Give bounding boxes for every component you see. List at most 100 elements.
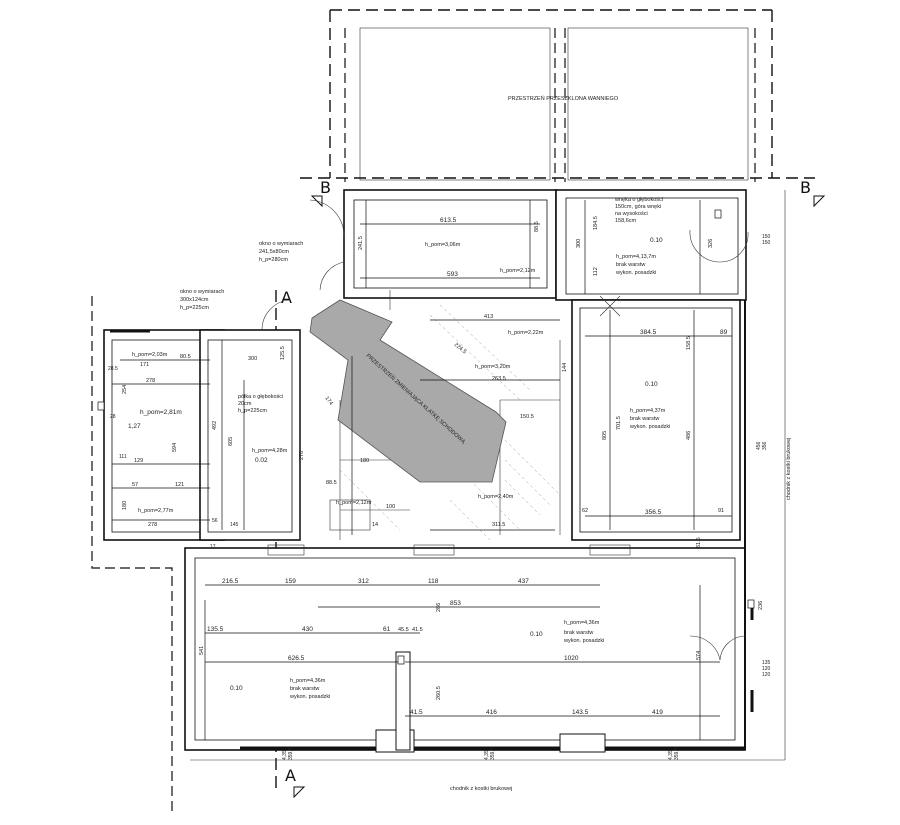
plan-label: 0.10 xyxy=(230,685,243,692)
plan-label: 236 xyxy=(758,601,764,610)
plan-label: h_pom=4,13,7m xyxy=(616,254,656,260)
section-line-b: B B xyxy=(300,177,826,208)
shelf-note: półka o głębokości 20cm h_p=225cm xyxy=(238,394,283,414)
plan-label: 45.5 xyxy=(398,627,409,633)
plan-label: 384.5 xyxy=(640,329,657,336)
plan-label: 216.5 xyxy=(222,578,239,585)
top-room-level: h_pom=3,06m xyxy=(425,242,461,248)
plan-label: 129 xyxy=(134,458,143,464)
plan-label: 541 xyxy=(199,646,205,655)
plan-label: 286 xyxy=(436,603,442,612)
plan-label: h_pom=4,28m xyxy=(252,448,288,454)
right-edge-marks: 150 150 135 120 120 456 356 xyxy=(756,234,771,678)
plan-label: 1,27 xyxy=(128,423,141,430)
plan-label: 605 xyxy=(228,437,234,446)
plan-label: wykon. posadzki xyxy=(563,638,604,644)
plan-label: 701.5 xyxy=(616,416,622,430)
plan-label: 492 xyxy=(212,421,218,430)
plan-label: 300 xyxy=(248,356,257,362)
plan-label: 41.5 xyxy=(410,709,423,716)
plan-label: h_pom=4,36m xyxy=(290,678,326,684)
annex-label: PRZESTRZEŃ PRZESZKLONA WANNIEGO xyxy=(508,95,619,102)
plan-label: 62 xyxy=(582,508,588,514)
plan-label: 180 xyxy=(122,501,128,510)
upper-right-room: 0.10 h_pom=4,13,7m brak warstw wykon. po… xyxy=(576,216,714,276)
plan-label: 57 xyxy=(132,482,138,488)
plan-label: 4,35 xyxy=(282,750,288,760)
plan-label: 419 xyxy=(652,709,663,716)
plan-label: 241,5x80cm xyxy=(259,249,289,255)
plan-label: 112 xyxy=(593,267,599,276)
wall-symbols xyxy=(97,209,755,665)
plan-label: 0.02 xyxy=(255,457,268,464)
plan-label: 430 xyxy=(302,626,313,633)
plan-label: 150 xyxy=(762,240,771,246)
bottom-edge-marks: 4,35 359,5 4,35 359,5 4,35 359,5 xyxy=(282,747,680,760)
plan-label: 17 xyxy=(210,544,216,550)
plan-label: 805 xyxy=(602,431,608,440)
plan-label: 135.5 xyxy=(207,626,224,633)
plan-label: 150 xyxy=(762,234,771,240)
plan-label: 28 xyxy=(110,414,116,420)
plan-label: 326 xyxy=(708,239,714,248)
bottom-hall: 0.10 h_pom=4,36m brak warstw wykon. posa… xyxy=(199,578,764,716)
plan-label: półka o głębokości xyxy=(238,394,283,400)
plan-label: brak warstw xyxy=(290,686,319,692)
plan-label: 260.5 xyxy=(436,686,442,700)
plan-label: 278 xyxy=(148,522,157,528)
right-room: 0.10 h_pom=4,37m brak warstw wykon. posa… xyxy=(582,329,728,548)
plan-label: h_pom=2,40m xyxy=(478,494,514,500)
plan-label: 89 xyxy=(720,329,728,336)
plan-label: 359,5 xyxy=(288,747,294,760)
plan-label: 150cm, góra wnęki xyxy=(615,204,661,210)
niche-note: wnęka o głębokości 150cm, góra wnęki na … xyxy=(614,197,663,224)
plan-label: okno o wymiarach xyxy=(259,241,303,247)
plan-label: 184.5 xyxy=(593,216,599,230)
plan-label: 626.5 xyxy=(288,655,305,662)
plan-label: 853 xyxy=(450,600,461,607)
plan-label: 270 xyxy=(299,451,305,460)
plan-label: 158.5 xyxy=(686,336,692,350)
plan-label: na wysokości xyxy=(615,211,648,217)
plan-label: 278 xyxy=(146,378,155,384)
plan-label: 120 xyxy=(762,666,771,672)
plan-label: h_p=225cm xyxy=(238,408,267,414)
section-a-bottom-label: A xyxy=(285,766,296,785)
plan-label: 574 xyxy=(696,651,702,660)
plan-label: wykon. posadzki xyxy=(629,424,670,430)
plan-label: 80.5 xyxy=(180,354,191,360)
stair-hatch xyxy=(339,304,561,541)
sidewalk-bottom-label: chodnik z kostki brukowej xyxy=(450,786,512,792)
plan-label: 143.5 xyxy=(572,709,589,716)
plan-label: brak warstw xyxy=(630,416,659,422)
sidewalk-right-label: chodnik z kostki brukowej xyxy=(786,438,792,500)
plan-label: 91 xyxy=(718,508,724,514)
plan-label: h_p=225cm xyxy=(180,305,209,311)
plan-label: 300 xyxy=(576,239,582,248)
plan-label: 4,35 xyxy=(484,750,490,760)
plan-label: okno o wymiarach xyxy=(180,289,224,295)
left-room: h_pom=2,81m 1,27 80.5 171 278 129 57 121… xyxy=(108,352,239,550)
plan-label: 28.5 xyxy=(108,366,118,372)
plan-label: brak warstw xyxy=(564,630,593,636)
plan-label: 150.5 xyxy=(520,414,534,420)
plan-label: 118 xyxy=(428,578,439,585)
plan-label: 158,6cm xyxy=(615,218,637,224)
plan-label: h_pom=2,03m xyxy=(132,352,168,358)
top-room-side: 88.5 xyxy=(534,221,540,232)
center-area: 0.02 h_pom=4,28m 270 174 300 125.5 88.5 … xyxy=(248,314,568,528)
plan-label: 413 xyxy=(484,314,493,320)
plan-label: 145 xyxy=(230,522,239,528)
section-b-left-label: B xyxy=(320,178,331,197)
plan-label: 486 xyxy=(686,431,692,440)
plan-label: 144 xyxy=(562,363,568,372)
plan-label: 125.5 xyxy=(280,346,286,360)
plan-label: 174 xyxy=(323,396,333,407)
plan-label: 135 xyxy=(762,660,771,666)
plan-label: wykon. posadzki xyxy=(615,270,656,276)
plan-label: h_pom=2,22m xyxy=(508,330,544,336)
top-room-length: 613.5 xyxy=(440,217,457,224)
level-mark: 0.10 xyxy=(650,237,663,244)
top-room-note: h_pom=2,12m xyxy=(500,268,536,274)
plan-label: h_pom=4,37m xyxy=(630,408,666,414)
